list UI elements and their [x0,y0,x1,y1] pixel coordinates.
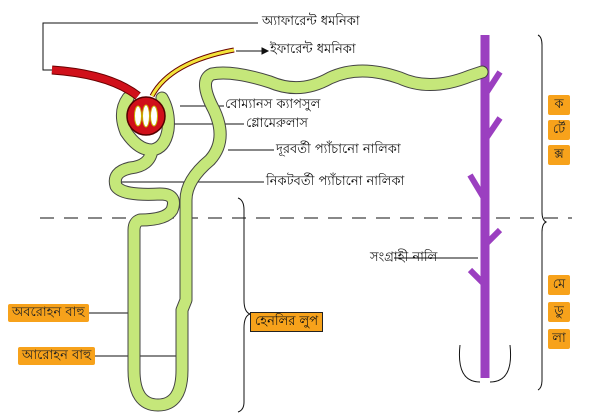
efferent-arteriole-label: ইফারেন্ট ধমনিকা [270,42,356,57]
renal-tubule [108,64,489,412]
glomerulus-label: গ্লোমেরুলাস [246,116,308,131]
collecting-duct-label: সংগ্রাহী নালি [370,250,438,265]
loop-of-henle-label: হেনলির লুপ [250,312,324,332]
henle-brace [237,197,252,413]
proximal-tubule-label: নিকটবর্তী প্যাঁচানো নালিকা [266,174,405,189]
afferent-arteriole-label: অ্যাফারেন্ট ধমনিকা [262,14,360,29]
cortex-label-1: ক [548,95,570,115]
medulla-label-2: ডু [548,302,570,322]
collecting-duct [458,35,512,383]
region-brace [537,34,548,391]
bowman-capsule-label: বোম্যানস ক্যাপসুল [225,97,321,112]
cortex-label-3: ক্স [548,145,570,165]
glomerulus [126,96,166,136]
ascending-limb-label: আরোহন বাহু [18,347,96,365]
distal-tubule-label: দূরবর্তী প্যাঁচানো নালিকা [276,142,401,157]
leader-lines [42,22,478,357]
descending-limb-label: অবরোহন বাহু [8,304,89,322]
medulla-label-3: লা [548,329,570,349]
medulla-label-1: মে [548,275,570,295]
cortex-label-2: র্টে [548,120,570,140]
